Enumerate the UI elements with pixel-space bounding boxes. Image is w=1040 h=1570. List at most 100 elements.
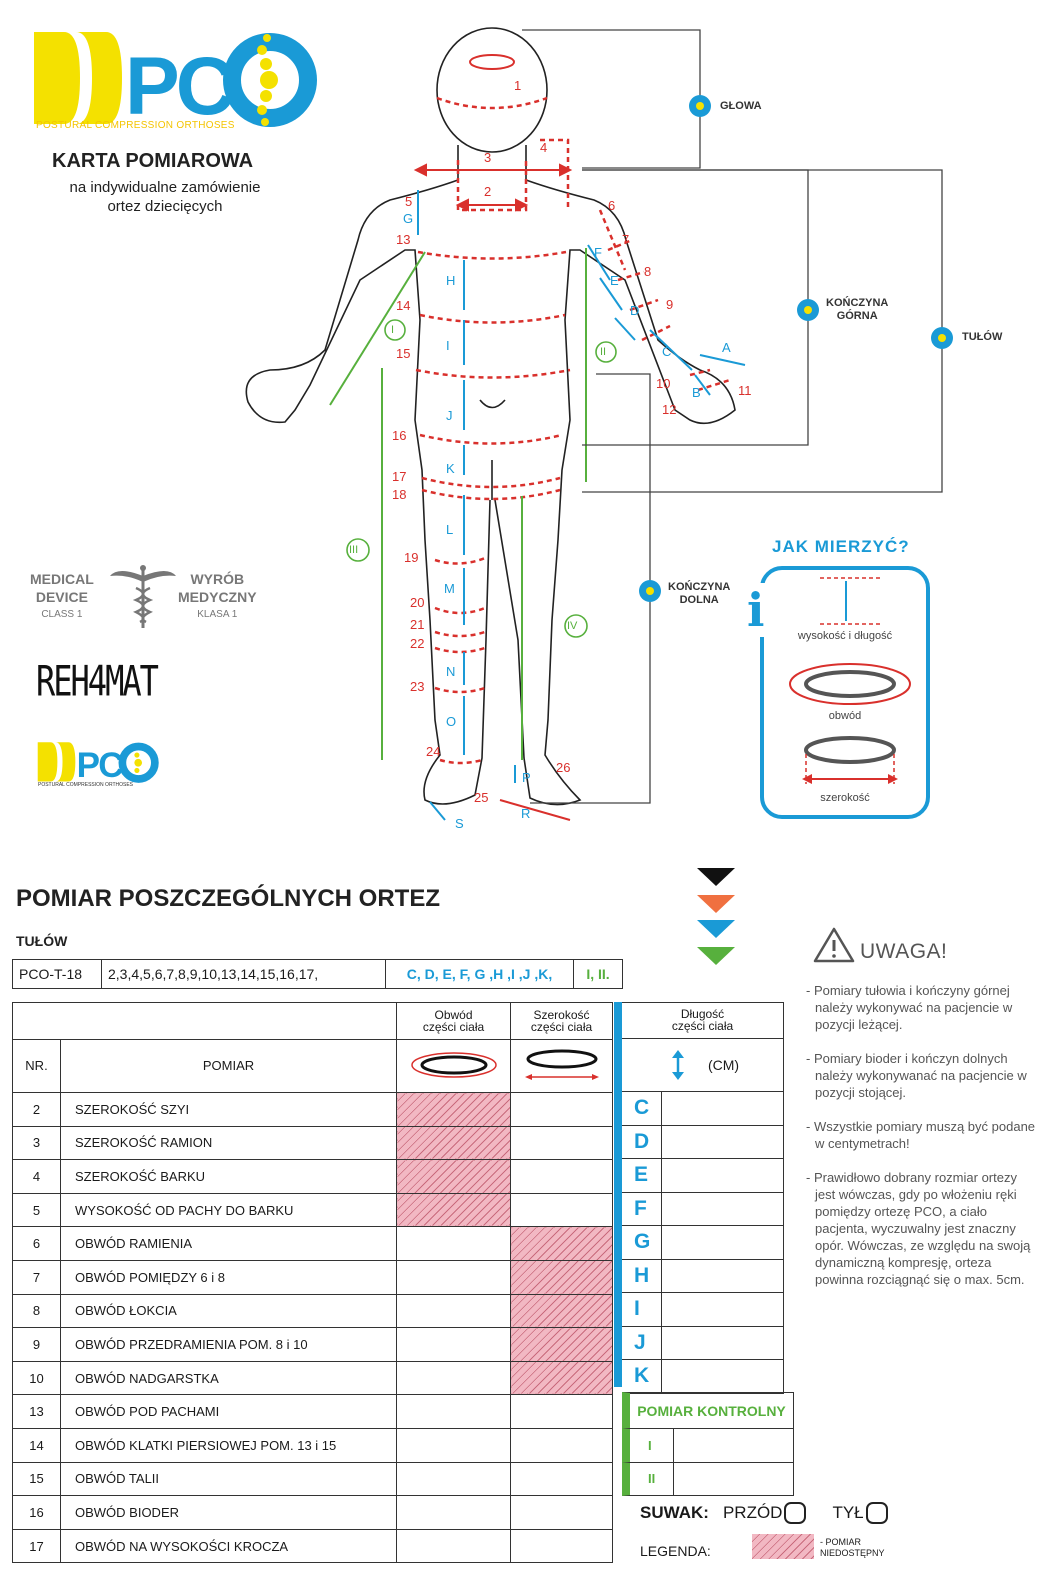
circumference-icon [410,1052,497,1078]
width-value[interactable] [510,1125,613,1161]
szerokosc-icon-cell [510,1039,613,1093]
length-value[interactable] [662,1126,783,1159]
label-I: I [446,338,450,353]
uwaga-note-2: - Pomiary bioder i kończyn dolnych należ… [806,1051,1027,1100]
width-value[interactable] [510,1495,613,1530]
circumference-value [396,1125,511,1161]
row-number: 16 [12,1495,61,1530]
pco-logo: PC [34,32,317,132]
svg-text:PC: PC [77,746,124,785]
front-checkbox[interactable] [784,1502,807,1524]
width-value [510,1226,613,1261]
label-21: 21 [410,617,425,632]
width-value[interactable] [510,1461,613,1497]
length-value[interactable] [662,1293,783,1326]
label-R: R [521,806,531,821]
row-name: OBWÓD RAMIENIA [60,1226,397,1261]
label-O: O [446,714,457,729]
label-3: 3 [484,150,492,165]
uwaga-note-4: - Prawidłowo dobrany rozmiar ortezy jest… [806,1170,1031,1287]
length-value[interactable] [662,1193,783,1226]
uwaga-note-3: - Wszystkie pomiary muszą być podane w c… [806,1119,1036,1151]
circumference-value[interactable] [396,1293,511,1329]
back-checkbox[interactable] [865,1502,888,1524]
circumference-value[interactable] [396,1360,511,1396]
red-measurements: 2,3,4,5,6,7,8,9,10,13,14,15,16,17, [102,960,386,988]
circumference-value[interactable] [396,1327,511,1362]
label-24: 24 [426,744,441,759]
length-row: E [622,1159,784,1193]
length-value[interactable] [662,1159,783,1192]
rehamat-logo: REH4MAT [36,656,159,706]
width-value[interactable] [510,1159,613,1194]
length-value[interactable] [662,1327,783,1360]
length-letter: C [622,1092,662,1125]
width-value[interactable] [510,1394,613,1429]
width-value[interactable] [510,1092,613,1127]
circumference-value[interactable] [396,1394,511,1429]
label-18: 18 [392,487,407,502]
length-row: K [622,1360,784,1394]
circumference-value[interactable] [396,1226,511,1261]
width-value[interactable] [510,1528,613,1564]
circumference-value[interactable] [396,1495,511,1530]
page-subtitle: na indywidualne zamówienie ortez dziecię… [69,179,261,215]
length-value[interactable] [662,1092,783,1125]
row-name: OBWÓD PRZEDRAMIENIA POM. 8 i 10 [60,1327,397,1362]
length-row: F [622,1192,784,1226]
triangle-black [697,868,735,886]
unit-label: (CM) [707,1057,740,1073]
circumference-value[interactable] [396,1427,511,1463]
row-name: SZEROKOŚĆ SZYI [60,1092,397,1127]
row-number: 2 [12,1092,61,1127]
label-15: 15 [396,346,411,361]
length-value[interactable] [662,1260,783,1293]
row-number: 14 [12,1427,61,1463]
control-value-2[interactable] [674,1463,793,1496]
legend-torso: TUŁÓW [962,331,1003,343]
label-23: 23 [410,679,425,694]
label-rIII: III [349,544,359,556]
circumference-value[interactable] [396,1259,511,1295]
circumference-value[interactable] [396,1461,511,1497]
length-value[interactable] [662,1226,783,1259]
label-17: 17 [392,469,407,484]
width-value [510,1259,613,1295]
length-row: G [622,1226,784,1260]
length-arrow-icon [671,1050,684,1080]
row-name: OBWÓD TALII [60,1461,397,1497]
circumference-value[interactable] [396,1528,511,1564]
label-6: 6 [608,198,616,213]
label-20: 20 [410,595,425,610]
label-K: K [446,461,455,476]
label-rII: II [600,346,607,358]
section-title: POMIAR POSZCZEGÓLNYCH ORTEZ [16,885,441,912]
label-19: 19 [404,550,419,565]
front-label: PRZÓD [722,1503,783,1522]
how-to-box [760,566,930,819]
row-name: OBWÓD POD PACHAMI [60,1394,397,1429]
length-letter: D [622,1125,662,1158]
control-value-1[interactable] [674,1429,793,1462]
row-number: 3 [12,1125,61,1161]
label-F: F [594,245,602,260]
length-letter: H [622,1259,662,1292]
length-value[interactable] [662,1360,783,1393]
circumference-value [396,1159,511,1194]
legend-hatch-swatch [752,1534,814,1559]
width-value[interactable] [510,1427,613,1463]
uwaga-title: UWAGA! [860,940,948,963]
col-nr: NR. [12,1039,61,1093]
label-14: 14 [396,298,411,313]
label-J: J [446,408,453,423]
label-rIV: IV [567,620,578,632]
width-value[interactable] [510,1192,613,1228]
